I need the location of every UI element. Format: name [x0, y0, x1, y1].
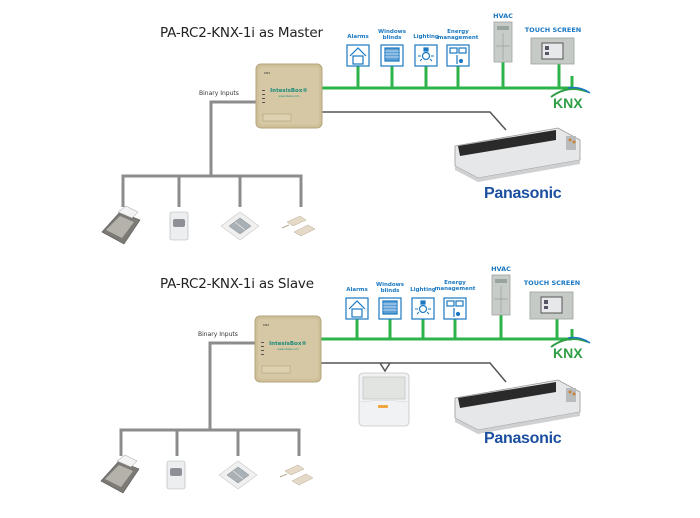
diagram-slave: IntesisBox® www.intesis.com KNX — [0, 259, 700, 518]
svg-text:www.intesis.com: www.intesis.com — [279, 94, 300, 98]
ac-link-wire — [320, 362, 507, 383]
diagram-title: PA-RC2-KNX-1i as Master — [160, 25, 323, 41]
knx-logo: KNX — [550, 336, 591, 361]
hvac-panel-icon — [493, 21, 513, 63]
device-label-alarms: Alarms — [346, 287, 368, 293]
diagram-slave-graphics: IntesisBox® www.intesis.com KNX — [100, 274, 591, 494]
intesisbox-gateway: IntesisBox® www.intesis.com KNX — [255, 63, 323, 129]
hvac-panel-icon — [491, 274, 511, 316]
knx-bus-line — [320, 62, 574, 90]
knx-bus-line — [320, 315, 574, 341]
motion-sensor-icon — [166, 460, 186, 490]
panasonic-logo: Panasonic — [484, 185, 562, 202]
motion-sensor-icon — [169, 211, 189, 241]
binary-inputs-label: Binary Inputs — [198, 331, 238, 338]
door-contact-icon — [279, 464, 314, 486]
window-blinds-icon — [380, 44, 404, 67]
light-bulb-icon — [411, 297, 435, 320]
device-label-touch-screen: TOUCH SCREEN — [524, 26, 582, 34]
svg-text:www.intesis.com: www.intesis.com — [278, 347, 299, 351]
knx-logo: KNX — [550, 86, 591, 111]
window-blinds-icon — [378, 297, 402, 320]
svg-text:KNX: KNX — [553, 345, 583, 361]
binary-input-wiring — [121, 100, 303, 207]
intesisbox-gateway: IntesisBox® www.intesis.com KNX — [254, 315, 322, 383]
device-label-hvac: HVAC — [491, 265, 511, 273]
diagram-title: PA-RC2-KNX-1i as Slave — [160, 276, 314, 292]
wall-switch-icon — [220, 211, 260, 241]
ac-link-wire — [320, 111, 507, 131]
ducted-ac-unit — [454, 127, 581, 182]
device-label-touch-screen: TOUCH SCREEN — [523, 279, 581, 287]
device-label-hvac: HVAC — [493, 12, 513, 20]
touch-screen-icon — [530, 37, 575, 65]
device-label-lighting: Lighting — [410, 287, 436, 293]
alarm-house-icon — [345, 297, 369, 320]
device-label-alarms: Alarms — [347, 34, 369, 40]
binary-input-wiring — [119, 341, 301, 456]
card-holder-switch-icon — [100, 454, 140, 494]
svg-text:KNX: KNX — [263, 323, 269, 327]
touch-screen-icon — [529, 291, 574, 320]
gateway-brand-text: IntesisBox® — [270, 88, 308, 94]
diagram-master-graphics: IntesisBox® www.intesis.com KNX — [101, 21, 591, 245]
diagram-master: IntesisBox® www.intesis.com KNX — [101, 12, 591, 245]
binary-inputs-label: Binary Inputs — [199, 90, 239, 97]
ducted-ac-unit — [454, 379, 581, 434]
panasonic-logo: Panasonic — [484, 430, 562, 447]
svg-text:KNX: KNX — [553, 95, 583, 111]
card-holder-switch-icon — [101, 205, 141, 245]
energy-meter-icon — [446, 44, 470, 67]
svg-text:KNX: KNX — [264, 71, 270, 75]
light-bulb-icon — [414, 44, 438, 67]
door-contact-icon — [281, 215, 316, 237]
device-label-lighting: Lighting — [413, 34, 439, 40]
alarm-house-icon — [346, 44, 370, 67]
energy-meter-icon — [443, 297, 467, 320]
wall-switch-icon — [218, 460, 258, 490]
wired-remote-controller — [358, 372, 410, 427]
gateway-brand-text: IntesisBox® — [269, 341, 307, 347]
